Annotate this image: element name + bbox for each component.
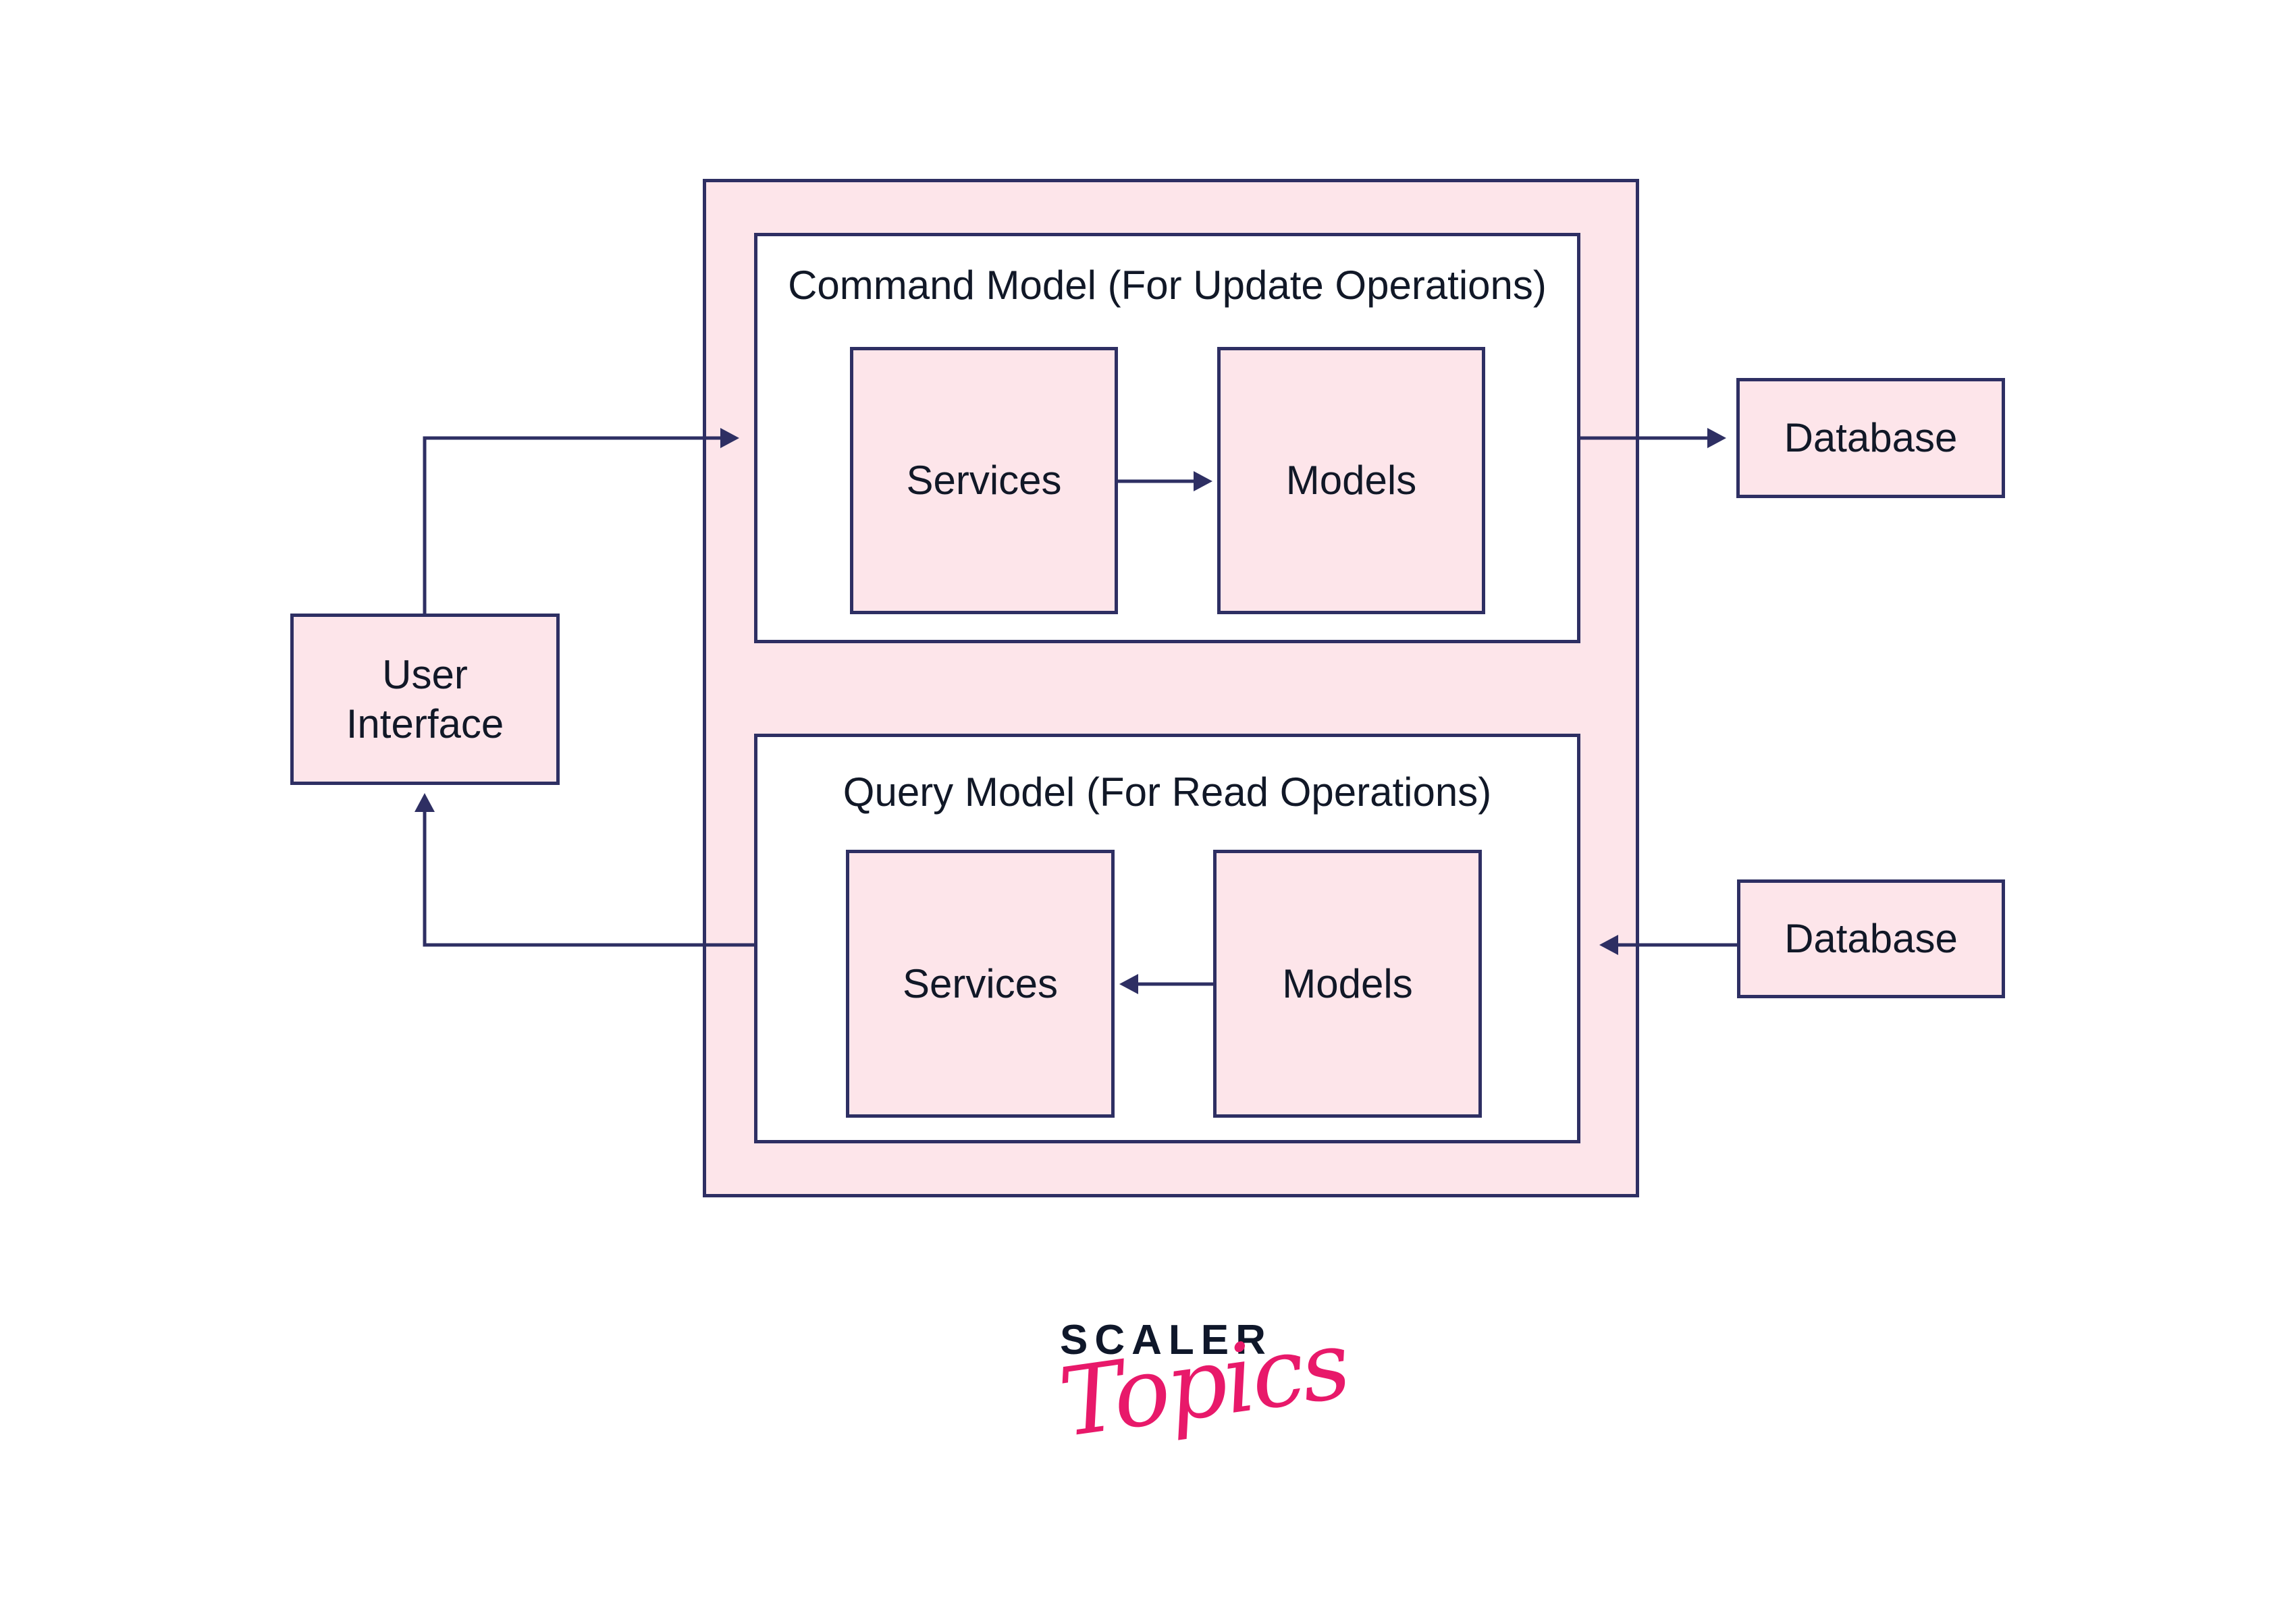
edge-query-to-ui: [423, 811, 754, 947]
database-write-label: Database: [1784, 415, 1958, 461]
user-interface-label-line1: User: [382, 651, 468, 697]
scaler-topics-logo: SCALER Topics: [1053, 1310, 1354, 1485]
command-services-label: Services: [906, 458, 1062, 504]
user-interface-box: User Interface: [290, 614, 560, 785]
arrowhead-query-to-ui: [415, 793, 435, 812]
logo-scaler-text: SCALER: [1060, 1317, 1273, 1363]
command-model-title: Command Model (For Update Operations): [788, 263, 1547, 308]
arrowhead-query-models-to-services: [1119, 974, 1138, 994]
arrowhead-command-to-database: [1707, 428, 1726, 448]
command-services-box: Services: [850, 347, 1118, 614]
command-models-box: Models: [1217, 347, 1485, 614]
arrowhead-database-to-query: [1599, 935, 1618, 955]
user-interface-label-line2: Interface: [346, 701, 504, 746]
query-model-title: Query Model (For Read Operations): [843, 769, 1492, 815]
query-services-box: Services: [846, 850, 1115, 1118]
query-services-label: Services: [902, 960, 1059, 1006]
command-models-label: Models: [1285, 458, 1417, 504]
database-read-box: Database: [1737, 879, 2005, 998]
arrowhead-ui-to-command: [720, 428, 739, 448]
edge-ui-to-command: [423, 436, 722, 614]
database-write-box: Database: [1736, 378, 2005, 498]
database-read-label: Database: [1784, 916, 1958, 962]
query-models-box: Models: [1213, 850, 1482, 1118]
query-models-label: Models: [1282, 960, 1413, 1006]
arrowhead-command-services-to-models: [1194, 471, 1212, 491]
